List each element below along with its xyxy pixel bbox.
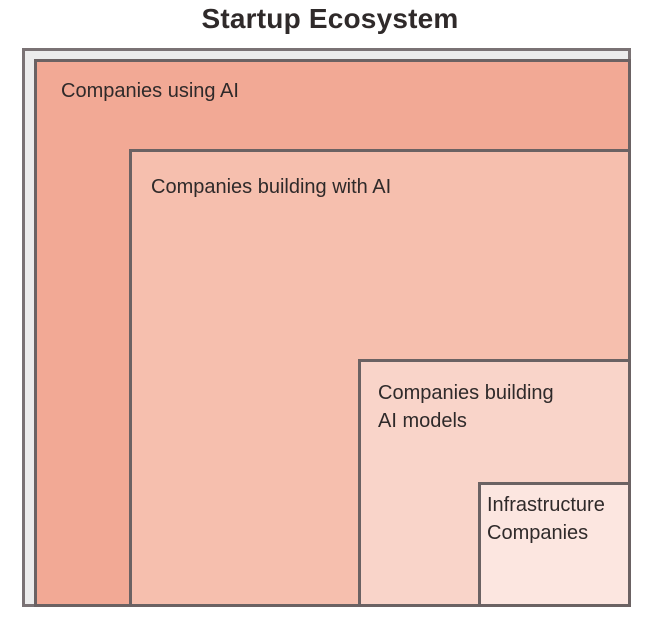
layer-infrastructure-companies	[478, 482, 631, 607]
diagram-title: Startup Ecosystem	[201, 3, 459, 34]
layer-label-companies-building-ai-models: Companies building AI models	[378, 382, 554, 432]
layer-label-companies-building-with-ai: Companies building with AI	[151, 176, 392, 198]
layer-label-infrastructure-companies: Infrastructure Companies	[487, 494, 605, 544]
layer-label-companies-using-ai: Companies using AI	[61, 80, 239, 102]
